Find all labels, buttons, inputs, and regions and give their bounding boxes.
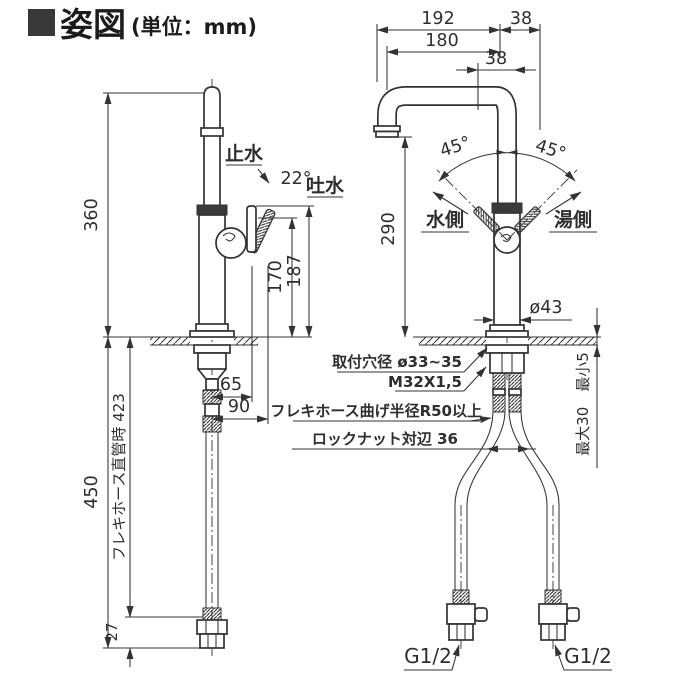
fitting-right-body <box>538 603 568 625</box>
side-braid-2 <box>202 415 222 433</box>
dim-360: 360 <box>82 198 102 231</box>
side-fitting-hex <box>196 619 228 635</box>
dim-45-right: 45° <box>533 136 569 165</box>
swing-diag-left <box>436 169 508 241</box>
dim-counter-thickness: 最大30 最小5 <box>574 352 592 456</box>
fitting-right-elbow <box>566 607 580 622</box>
side-locknut <box>197 352 227 370</box>
dim-290: 290 <box>379 212 399 245</box>
hose-right-outer <box>520 411 560 590</box>
hose-stub-braid-l2 <box>492 394 506 413</box>
front-deck-hatch-left <box>419 337 486 345</box>
swing-arrow-left <box>432 191 469 215</box>
side-base-2 <box>189 330 235 338</box>
label-cold-side: 水側 <box>426 209 464 231</box>
front-base-1 <box>489 324 525 332</box>
leader-note-thread <box>463 366 487 392</box>
dim-180: 180 <box>425 31 458 51</box>
hose-stub-braid-r2 <box>508 394 522 413</box>
dim-hose-straight: フレキホース直管時 423 <box>110 393 128 561</box>
side-body-band <box>196 204 228 216</box>
title-unit: (単位：mm) <box>131 15 257 39</box>
hose-stub-band-l <box>492 388 506 396</box>
dim-g-right: G1/2 <box>564 644 612 668</box>
front-locknut <box>489 352 525 374</box>
arrow-stop <box>257 168 270 184</box>
front-view-drawing <box>373 86 601 650</box>
note-mounting-hole: 取付穴径 ø33~35 <box>332 353 462 371</box>
front-spout-inner <box>378 87 516 209</box>
swing-diag-right <box>506 169 578 241</box>
dim-27: 27 <box>103 622 121 641</box>
fitting-right-braid <box>544 589 562 605</box>
swing-arc <box>438 152 576 182</box>
side-spout-tube <box>203 86 221 207</box>
front-base-2 <box>485 330 529 338</box>
side-cam-detail <box>222 232 236 242</box>
dim-38-top: 38 <box>510 9 532 29</box>
title-square-icon <box>28 9 55 36</box>
side-hose-band <box>204 403 220 417</box>
label-hot-side: 湯側 <box>554 209 592 231</box>
hose-stub-band-r <box>508 388 522 396</box>
side-view-drawing <box>103 79 312 656</box>
note-thread: M32X1,5 <box>388 373 462 391</box>
fitting-left-nut <box>448 623 474 641</box>
dim-170: 170 <box>266 260 286 293</box>
fitting-left-braid <box>452 589 470 605</box>
side-view-dimensions: 360 450 フレキホース直管時 423 27 170 187 65 90 止… <box>82 92 345 667</box>
fitting-left-body <box>446 603 476 625</box>
leader-g-right <box>554 644 565 671</box>
dim-65: 65 <box>220 375 242 395</box>
label-stop: 止水 <box>225 143 264 165</box>
side-fitting-braid <box>202 607 222 621</box>
front-body-band <box>491 202 523 214</box>
dim-187: 187 <box>285 254 305 287</box>
note-hose-bend: フレキホース曲げ半径R50以上 <box>270 402 482 420</box>
page-title: 姿図 <box>60 5 126 44</box>
front-locknut-top <box>485 344 529 354</box>
dim-g-left: G1/2 <box>404 644 452 668</box>
hose-stub-braid-r1 <box>508 372 522 390</box>
label-flow: 吐水 <box>306 175 345 197</box>
side-stub <box>205 378 219 391</box>
side-lever-cam <box>215 227 247 259</box>
front-outlet-flange-2 <box>375 130 399 138</box>
front-deck-hatch-right <box>528 337 596 345</box>
dim-body-diameter: ø43 <box>530 298 563 318</box>
deck-hatch-left <box>150 337 190 345</box>
leader-g-left <box>451 644 460 671</box>
front-knob-detail <box>500 233 512 242</box>
side-tube-collar <box>200 127 224 137</box>
dim-45-left: 45° <box>438 133 474 162</box>
side-locknut-top <box>193 344 231 354</box>
dim-450: 450 <box>82 475 102 508</box>
hose-right-inner <box>508 411 548 590</box>
deck-hatch-right <box>234 337 258 345</box>
arc-center-arrow-right <box>508 149 518 155</box>
fitting-left-elbow <box>474 607 488 622</box>
leader-note-hole <box>463 347 488 373</box>
front-view-dimensions: 192 38 180 38 290 ø43 45° 45° 水側 湯側 最大30… <box>376 9 612 671</box>
title-block: 姿図 (単位：mm) <box>28 5 257 44</box>
arc-center-arrow-left <box>496 149 506 155</box>
side-lever-handle <box>246 205 257 253</box>
fitting-right-nut <box>540 623 566 641</box>
swing-arrow-right <box>545 191 582 215</box>
note-callouts: 取付穴径 ø33~35 M32X1,5 フレキホース曲げ半径R50以上 ロックナ… <box>270 347 536 453</box>
dim-192: 192 <box>421 9 454 29</box>
side-base-1 <box>195 323 229 332</box>
dim-angle-22: 22° <box>280 169 311 189</box>
hose-left-outer <box>454 411 494 590</box>
hose-left-inner <box>466 411 506 590</box>
hose-stub-braid-l1 <box>492 372 506 390</box>
dim-38-inner: 38 <box>485 49 507 69</box>
dim-90: 90 <box>228 397 250 417</box>
leader-note-bend <box>469 416 492 423</box>
side-fitting-nut <box>199 633 225 649</box>
note-locknut: ロックナット対辺 36 <box>312 430 458 448</box>
